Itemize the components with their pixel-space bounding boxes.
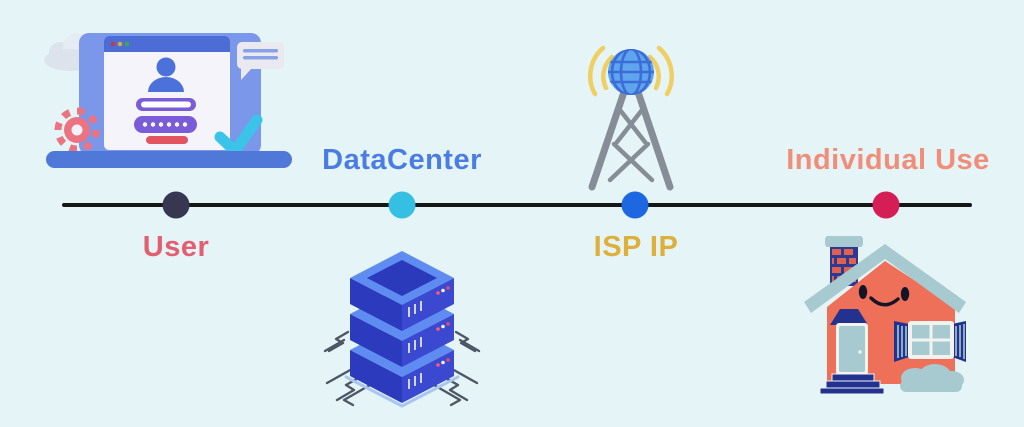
server-stack-illustration	[323, 251, 481, 408]
login-button	[146, 136, 188, 144]
browser-window	[104, 36, 230, 150]
speech-bubble-icon	[237, 42, 284, 80]
node-label-individual-use: Individual Use	[786, 144, 990, 176]
globe-icon	[608, 49, 654, 95]
password-field	[134, 116, 197, 133]
house-roof	[804, 244, 966, 313]
timeline-dot-isp-ip	[621, 191, 649, 219]
laptop-login-illustration	[44, 33, 292, 168]
laptop-base	[46, 151, 292, 168]
timeline-line	[62, 203, 972, 207]
node-label-isp-ip: ISP IP	[593, 231, 679, 263]
radio-tower-illustration	[588, 45, 674, 191]
window-controls	[110, 41, 130, 47]
door-steps	[819, 373, 885, 395]
gear-icon	[54, 107, 100, 153]
user-avatar-icon	[148, 57, 184, 92]
house-window	[894, 321, 966, 362]
server-base-glow	[344, 375, 460, 408]
house-illustration	[804, 236, 966, 395]
node-label-datacenter: DataCenter	[322, 144, 482, 176]
signal-waves-icon	[588, 45, 674, 97]
tower-lattice	[588, 88, 674, 191]
username-field	[136, 98, 196, 111]
timeline-dot-individual-use	[872, 191, 900, 219]
house-face	[858, 285, 910, 307]
timeline-dot-user	[162, 191, 190, 219]
server-unit-top	[350, 251, 454, 331]
node-label-user: User	[142, 231, 210, 263]
timeline-dot-datacenter	[388, 191, 416, 219]
bush	[900, 364, 964, 392]
house-door	[819, 309, 885, 395]
